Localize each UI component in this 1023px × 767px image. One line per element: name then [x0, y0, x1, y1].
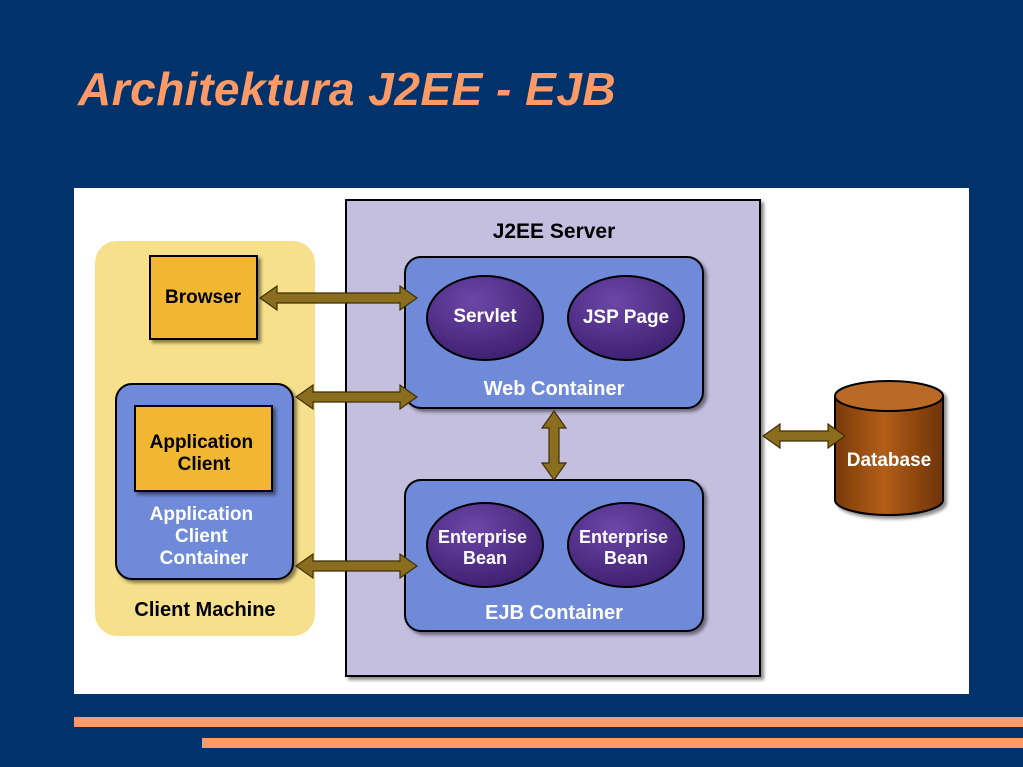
database-label: Database [847, 450, 932, 471]
enterprise-bean-1-node [426, 502, 544, 588]
enterprise-bean-1-label: Enterprise Bean [438, 527, 532, 568]
architecture-diagram: Client Machine Browser Application Clien… [95, 199, 944, 677]
browser-box: Browser [149, 255, 258, 340]
browser-label: Browser [165, 287, 242, 308]
database: Database [834, 380, 944, 516]
arrow-server-database [761, 422, 847, 450]
enterprise-bean-2-node [567, 502, 685, 588]
j2ee-server-label: J2EE Server [493, 220, 616, 243]
ejb-container-label: EJB Container [485, 602, 623, 624]
arrow-appclient-web [294, 383, 419, 411]
servlet-label: Servlet [453, 306, 517, 327]
arrow-browser-web [258, 284, 419, 312]
jsp-page-node [567, 275, 685, 361]
client-machine-label: Client Machine [134, 599, 275, 621]
arrow-appclient-ejb [294, 552, 419, 580]
arrows [258, 284, 847, 580]
decorative-line-bottom [202, 738, 1023, 748]
decorative-line-top [74, 717, 1023, 727]
ejb-container: Enterprise Bean Enterprise Bean EJB Cont… [404, 479, 704, 632]
slide-title: Architektura J2EE - EJB [78, 63, 617, 115]
jsp-page-label: JSP Page [583, 307, 669, 328]
diagram-panel: Client Machine Browser Application Clien… [74, 188, 969, 694]
web-container-label: Web Container [484, 378, 625, 400]
application-client-container-label: Application Client Container [150, 504, 259, 569]
servlet-node [426, 275, 544, 361]
application-client-container: Application Client Application Client Co… [115, 383, 294, 580]
enterprise-bean-2-label: Enterprise Bean [579, 527, 673, 568]
application-client-label: Application Client [150, 432, 259, 475]
arrow-web-ejb [540, 409, 568, 482]
web-container: Servlet JSP Page Web Container [404, 256, 704, 409]
